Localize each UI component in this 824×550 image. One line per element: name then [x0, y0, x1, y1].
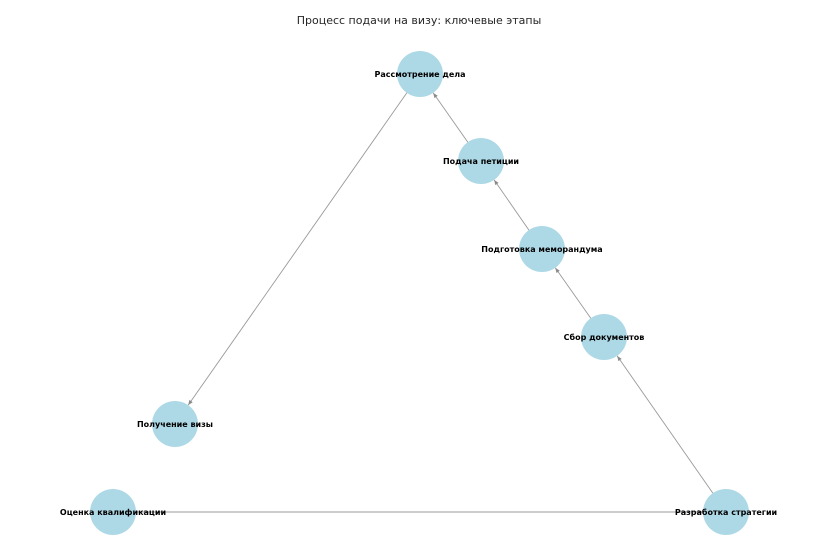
node-qualification: Оценка квалификации [60, 489, 166, 535]
node-visa: Получение визы [137, 401, 213, 447]
node-circle [397, 51, 443, 97]
node-label: Подготовка меморандума [481, 245, 602, 254]
arrowhead-strategy-to-documents [617, 355, 622, 362]
node-circle [581, 314, 627, 360]
node-label: Подача петиции [443, 157, 519, 166]
arrowhead-documents-to-memorandum [555, 267, 560, 274]
node-strategy: Разработка стратегии [675, 489, 777, 535]
node-circle [90, 489, 136, 535]
arrowhead-qualification-to-strategy [698, 510, 703, 514]
node-circle [519, 226, 565, 272]
node-circle [703, 489, 749, 535]
diagram-title: Процесс подачи на визу: ключевые этапы [297, 14, 542, 27]
node-circle [152, 401, 198, 447]
node-petition: Подача петиции [443, 138, 519, 184]
node-label: Оценка квалификации [60, 508, 166, 517]
node-label: Сбор документов [564, 332, 645, 342]
arrowhead-memorandum-to-petition [494, 179, 499, 186]
node-documents: Сбор документов [564, 314, 645, 360]
edge-review-to-visa [187, 73, 421, 406]
node-review: Рассмотрение дела [374, 51, 466, 97]
nodes-layer: Оценка квалификации Разработка стратегии С… [60, 51, 777, 535]
node-label: Рассмотрение дела [374, 70, 465, 79]
arrowhead-review-to-visa [188, 399, 193, 406]
edges-layer [113, 73, 727, 514]
node-label: Получение визы [137, 420, 213, 429]
edge-strategy-to-documents [616, 355, 727, 513]
node-memorandum: Подготовка меморандума [481, 226, 603, 272]
node-circle [458, 138, 504, 184]
node-label: Разработка стратегии [675, 507, 777, 517]
arrowhead-petition-to-review [433, 92, 438, 99]
